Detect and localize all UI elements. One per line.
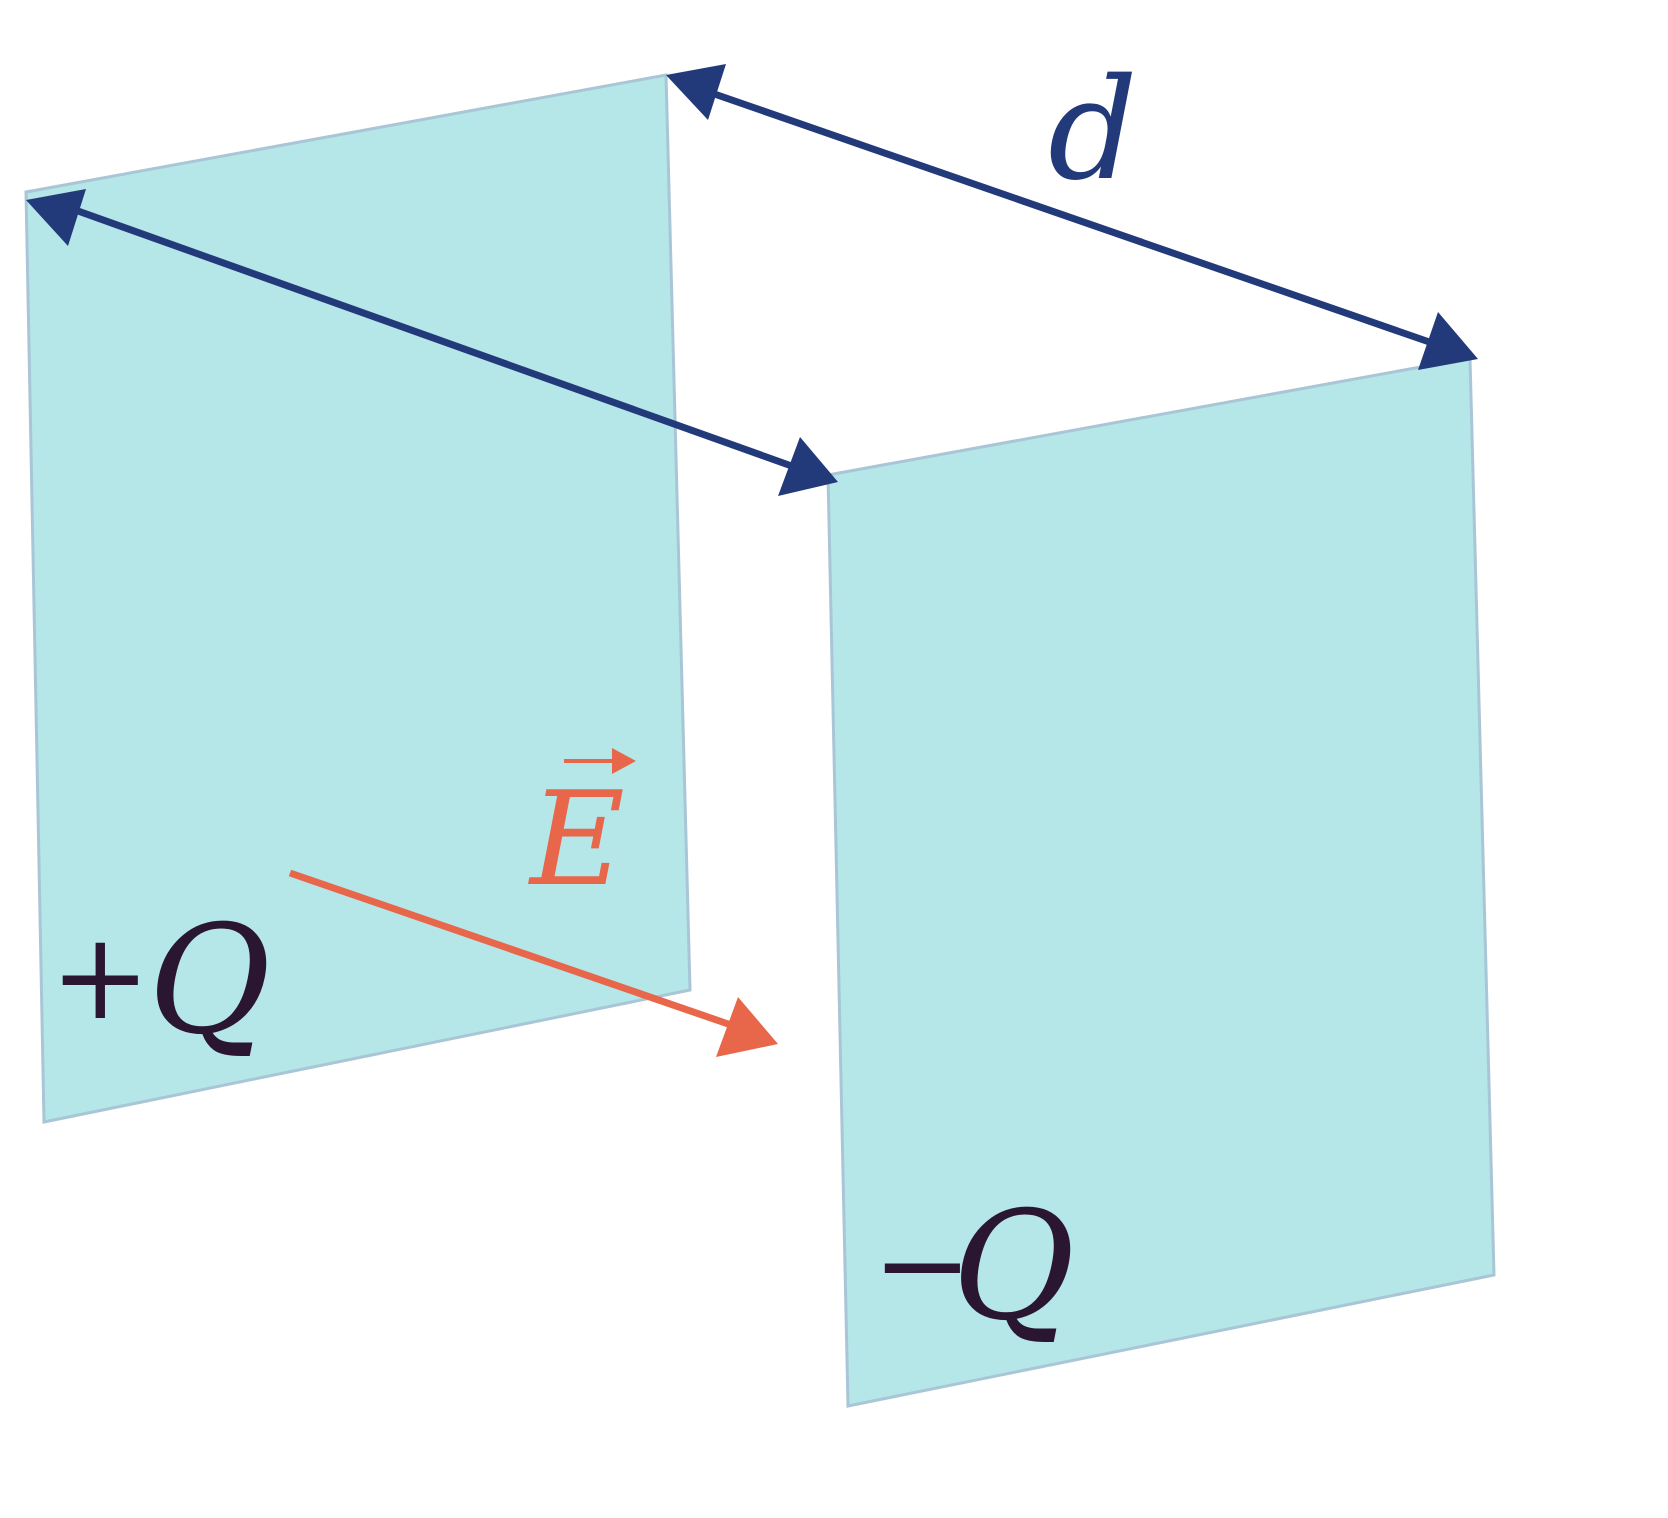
positive-sign: + <box>50 908 151 1047</box>
field-label: E <box>528 763 625 915</box>
positive-plate <box>24 73 692 1124</box>
arrowhead-top-left <box>666 64 726 120</box>
vector-bar-arrowhead <box>612 748 636 774</box>
negative-charge-label: − Q <box>872 1180 1075 1354</box>
positive-charge-label: + Q <box>50 894 271 1068</box>
negative-plate <box>826 356 1496 1408</box>
field-arrowhead <box>716 997 778 1057</box>
arrowhead-front-left <box>26 189 86 246</box>
separation-arrow-front <box>26 189 838 496</box>
positive-charge-symbol: Q <box>148 894 271 1068</box>
separation-arrow-top <box>666 64 1478 370</box>
arrowhead-top-right <box>1418 312 1478 370</box>
arrowhead-front-right <box>778 437 838 496</box>
electric-field-arrow <box>288 869 778 1057</box>
field-label-group: E <box>528 748 636 915</box>
negative-sign: − <box>872 1196 973 1335</box>
negative-charge-symbol: Q <box>952 1180 1075 1354</box>
separation-label: d <box>1048 49 1138 212</box>
